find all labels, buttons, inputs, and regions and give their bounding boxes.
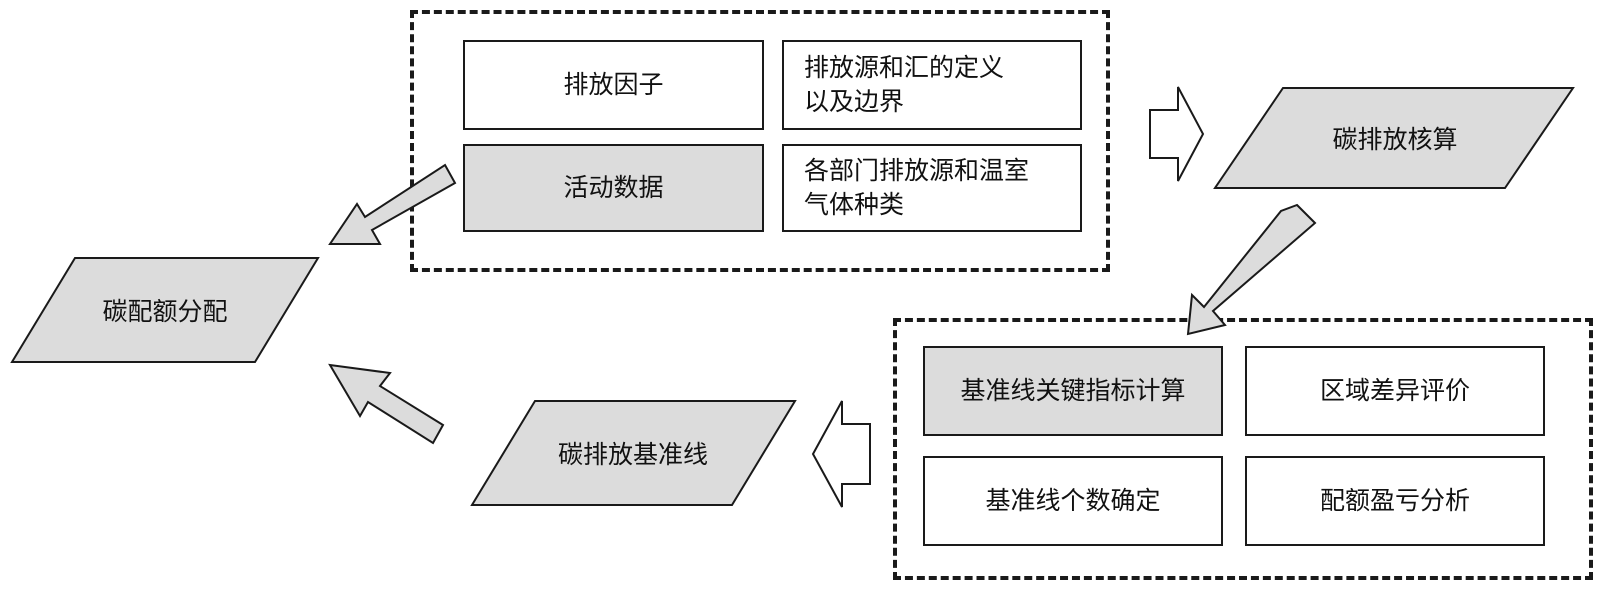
carbon-accounting-shape: [1213, 87, 1575, 189]
quota-profit-loss-label: 配额盈亏分析: [1319, 486, 1470, 515]
baseline-indicator-calc-box: 基准线关键指标计算: [923, 346, 1223, 436]
activity-data-label: 活动数据: [563, 173, 664, 202]
top-dashed-group: [410, 10, 1110, 272]
diagonal-arrow-down-left-icon: [1186, 203, 1317, 336]
carbon-baseline-shape: [470, 400, 797, 506]
quota-profit-loss-box: 配额盈亏分析: [1245, 456, 1545, 546]
arrow-baseline-to-allocation-icon: [328, 363, 445, 445]
quota-allocation-label: 碳配额分配: [102, 297, 228, 326]
baseline-indicator-calc-label: 基准线关键指标计算: [960, 376, 1186, 405]
carbon-baseline-label: 碳排放基准线: [557, 440, 708, 469]
left-arrow-icon: [811, 400, 871, 508]
emission-factor-box: 排放因子: [463, 40, 764, 130]
sector-sources-ghg-box: 各部门排放源和温室 气体种类: [782, 144, 1082, 232]
activity-data-box: 活动数据: [463, 144, 764, 232]
carbon-accounting-label: 碳排放核算: [1332, 125, 1458, 154]
source-sink-definition-label: 排放源和汇的定义 以及边界: [804, 53, 1005, 116]
emission-factor-label: 排放因子: [563, 70, 664, 99]
regional-difference-box: 区域差异评价: [1245, 346, 1545, 436]
regional-difference-label: 区域差异评价: [1319, 376, 1470, 405]
sector-sources-ghg-label: 各部门排放源和温室 气体种类: [804, 156, 1030, 219]
arrow-to-quota-allocation-icon: [328, 163, 457, 245]
source-sink-definition-box: 排放源和汇的定义 以及边界: [782, 40, 1082, 130]
right-arrow-icon: [1149, 86, 1205, 182]
baseline-count-box: 基准线个数确定: [923, 456, 1223, 546]
quota-allocation-shape: [10, 257, 320, 363]
bottom-dashed-group: [893, 318, 1593, 580]
baseline-count-label: 基准线个数确定: [985, 486, 1161, 515]
